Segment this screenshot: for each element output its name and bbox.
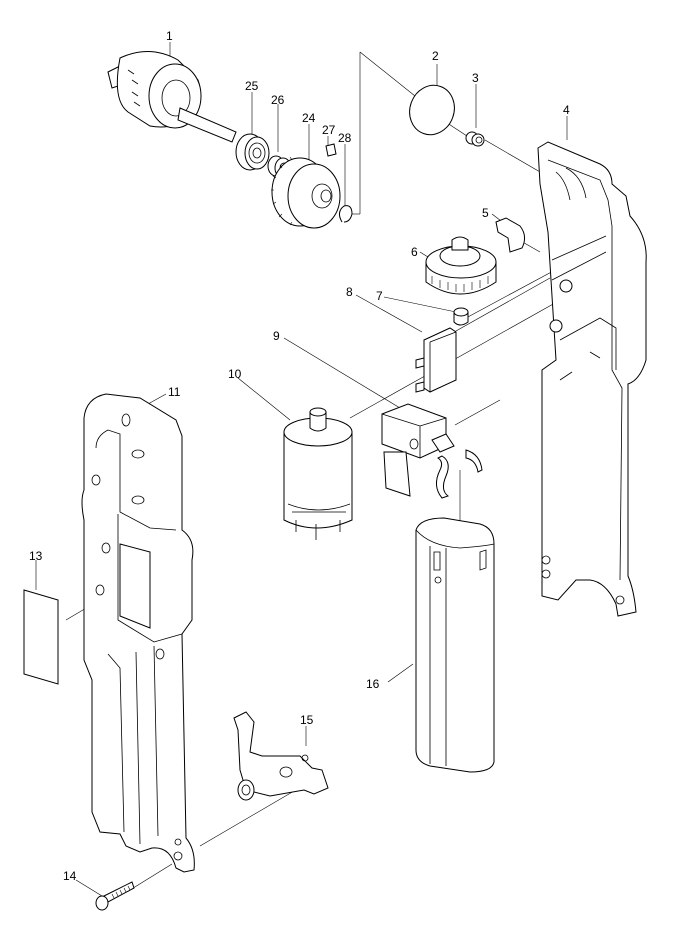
part-2-disc	[409, 84, 455, 136]
part-label-26: 26	[271, 93, 285, 107]
part-label-4: 4	[563, 103, 570, 117]
part-6-spur-gear	[425, 236, 497, 295]
part-label-5: 5	[482, 206, 489, 220]
part-25-ball-bearing	[235, 133, 270, 171]
part-1-drill-chuck	[107, 51, 237, 143]
part-label-9: 9	[273, 329, 280, 343]
part-27-key	[325, 143, 337, 157]
part-16-battery-pack	[415, 517, 495, 773]
part-9-switch-unit	[381, 403, 483, 499]
part-label-1: 1	[166, 29, 173, 43]
part-28-retaining-ring	[338, 205, 353, 223]
part-3-bushing	[465, 131, 485, 147]
part-15-hook-bracket	[233, 711, 329, 801]
part-label-7: 7	[376, 289, 383, 303]
part-label-2: 2	[432, 49, 439, 63]
part-10-dc-motor	[283, 407, 353, 540]
part-label-3: 3	[472, 71, 479, 85]
part-5-switch-lever	[495, 217, 526, 253]
part-11-housing-left	[81, 393, 195, 873]
part-13-name-plate	[23, 589, 59, 685]
part-7-bushing	[453, 307, 469, 326]
part-24-gear	[271, 156, 341, 229]
part-8-micro-switch	[415, 327, 457, 393]
part-label-10: 10	[228, 367, 242, 381]
part-label-27: 27	[322, 123, 336, 137]
part-label-25: 25	[245, 79, 259, 93]
part-label-15: 15	[300, 713, 314, 727]
part-14-screw	[95, 881, 135, 911]
part-4-housing-right	[537, 141, 647, 617]
part-label-16: 16	[366, 677, 380, 691]
part-label-24: 24	[302, 111, 316, 125]
part-label-8: 8	[346, 285, 353, 299]
part-label-28: 28	[338, 131, 352, 145]
part-label-6: 6	[411, 245, 418, 259]
part-label-11: 11	[168, 385, 181, 399]
part-label-13: 13	[29, 549, 43, 563]
part-label-14: 14	[63, 869, 77, 883]
